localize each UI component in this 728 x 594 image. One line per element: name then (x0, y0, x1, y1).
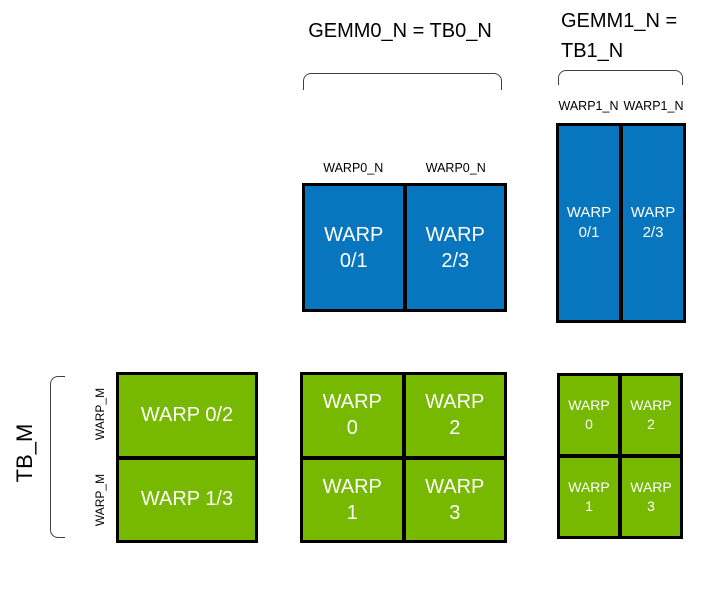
warp-tile-text: 3 (449, 501, 461, 524)
tb-m-label: TB_M (12, 423, 37, 483)
warp-m-label-bottom: WARP_M (93, 473, 107, 527)
gemm1-b-warp-tile-grid: WARP 0/1 WARP 2/3 (556, 123, 686, 323)
warp-tile-text: WARP (322, 391, 382, 414)
warp-tile-0: WARP 0 (560, 376, 618, 454)
warp-tile-text: 1 (585, 498, 593, 514)
warp1-n-labels: WARP1_N WARP1_N (556, 99, 686, 113)
warp-tile-text: 2/3 (441, 249, 470, 272)
warp-tile-text: 0/1 (578, 224, 600, 241)
warp-tile-text: WARP (322, 475, 382, 498)
warp-tile-text: 2 (449, 417, 461, 440)
gemm1-n-title: GEMM1_N = TB1_N (561, 6, 677, 66)
warp-tile-text: 0 (346, 417, 358, 440)
warp-tile-text: WARP (630, 204, 676, 221)
warp-tile-text: WARP (568, 397, 610, 413)
warp-tile-0-1: WARP 0/1 (305, 186, 403, 309)
warp-tile-text: WARP 0/2 (140, 403, 234, 426)
warp-tile-0: WARP 0 (303, 375, 402, 456)
warp-tile-text: 2 (647, 416, 655, 432)
warp-tile-1: WARP 1 (560, 458, 618, 536)
warp-tile-text: WARP (425, 223, 485, 246)
gemm1-n-bracket (558, 70, 683, 85)
warp-tile-2-3: WARP 2/3 (623, 126, 683, 320)
gemm0-n-title: GEMM0_N = TB0_N (308, 20, 492, 42)
warp-tile-text: WARP (566, 204, 612, 221)
warp-tile-text: 1 (346, 501, 358, 524)
warp-tile-text: WARP (630, 397, 672, 413)
warp0-n-label: WARP0_N (425, 161, 486, 175)
warp-tile-1-3: WARP 1/3 (119, 459, 255, 540)
gemm0-b-warp-tile-grid: WARP 0/1 WARP 2/3 (302, 183, 507, 312)
warp-m-label-top: WARP_M (93, 387, 107, 441)
warp0-n-labels: WARP0_N WARP0_N (302, 161, 507, 175)
warp-tile-text: 3 (647, 498, 655, 514)
gemm1-accum-warp-tile-grid: WARP 0 WARP 2 WARP 1 WARP 3 (557, 373, 683, 539)
warp-tile-text: WARP (630, 479, 672, 495)
gemm0-a-warp-tile-grid: WARP 0/2 WARP 1/3 (116, 372, 258, 543)
gemm1-n-title-line2: TB1_N (561, 40, 624, 62)
warp-tile-text: 2/3 (642, 224, 664, 241)
warp-tile-text: WARP (425, 391, 485, 414)
warp-tile-2: WARP 2 (622, 376, 680, 454)
warp-tile-text: WARP (324, 223, 384, 246)
warp-tile-text: WARP (568, 479, 610, 495)
warp-tile-3: WARP 3 (622, 458, 680, 536)
warp0-n-label: WARP0_N (323, 161, 384, 175)
warp-tile-2: WARP 2 (405, 375, 504, 456)
gemm0-accum-warp-tile-grid: WARP 0 WARP 2 WARP 1 WARP 3 (300, 372, 507, 543)
warp-tile-0-2: WARP 0/2 (119, 375, 255, 456)
warp1-n-label: WARP1_N (623, 99, 684, 113)
warp-tile-3: WARP 3 (405, 459, 504, 540)
gemm1-n-title-line1: GEMM1_N = (561, 10, 678, 32)
warp-tile-text: 0 (585, 416, 593, 432)
warp1-n-label: WARP1_N (558, 99, 619, 113)
warp-tile-0-1: WARP 0/1 (559, 126, 619, 320)
warp-tile-text: WARP (425, 475, 485, 498)
warp-tile-text: 0/1 (339, 249, 368, 272)
tb-m-bracket (50, 376, 65, 538)
warp-tile-text: WARP 1/3 (140, 488, 234, 511)
warp-tile-1: WARP 1 (303, 459, 402, 540)
gemm0-n-bracket (303, 73, 502, 90)
warp-tile-2-3: WARP 2/3 (406, 186, 504, 309)
